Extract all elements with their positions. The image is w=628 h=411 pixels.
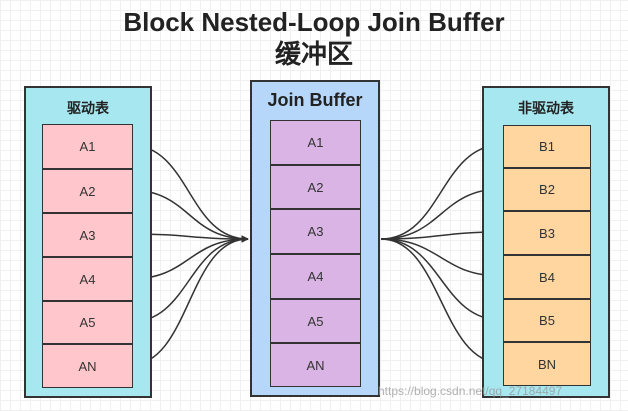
buffer-row-5: A5 [270,299,361,343]
buffer-row-4: A4 [270,254,361,299]
watermark-text: https://blog.csdn.net/qq_27184497 [378,384,563,398]
inner-row-n: BN [503,342,591,386]
driver-row-n: AN [42,344,133,388]
driver-row-1: A1 [42,124,133,169]
diagram-title-line1: Block Nested-Loop Join Buffer [123,7,505,37]
driver-table-label: 驱动表 [67,101,109,117]
driver-row-2: A2 [42,169,133,213]
buffer-row-2: A2 [270,165,361,209]
buffer-row-1: A1 [270,120,361,165]
buffer-row-3: A3 [270,209,361,254]
diagram-title-line2: 缓冲区 [274,40,353,70]
driver-row-3: A3 [42,213,133,257]
inner-row-4: B4 [503,255,591,299]
driver-row-4: A4 [42,257,133,301]
buffer-row-n: AN [270,343,361,387]
driver-row-5: A5 [42,301,133,344]
join-buffer-panel: Join Buffer A1 A2 A3 A4 A5 AN [250,80,380,397]
driver-table-panel: 驱动表 A1 A2 A3 A4 A5 AN [24,86,152,398]
inner-table-panel: 非驱动表 B1 B2 B3 B4 B5 BN [482,86,610,398]
inner-row-1: B1 [503,125,591,168]
inner-row-5: B5 [503,299,591,342]
inner-table-label: 非驱动表 [518,101,574,117]
inner-row-3: B3 [503,211,591,255]
join-buffer-label: Join Buffer [267,90,363,110]
inner-row-2: B2 [503,168,591,211]
